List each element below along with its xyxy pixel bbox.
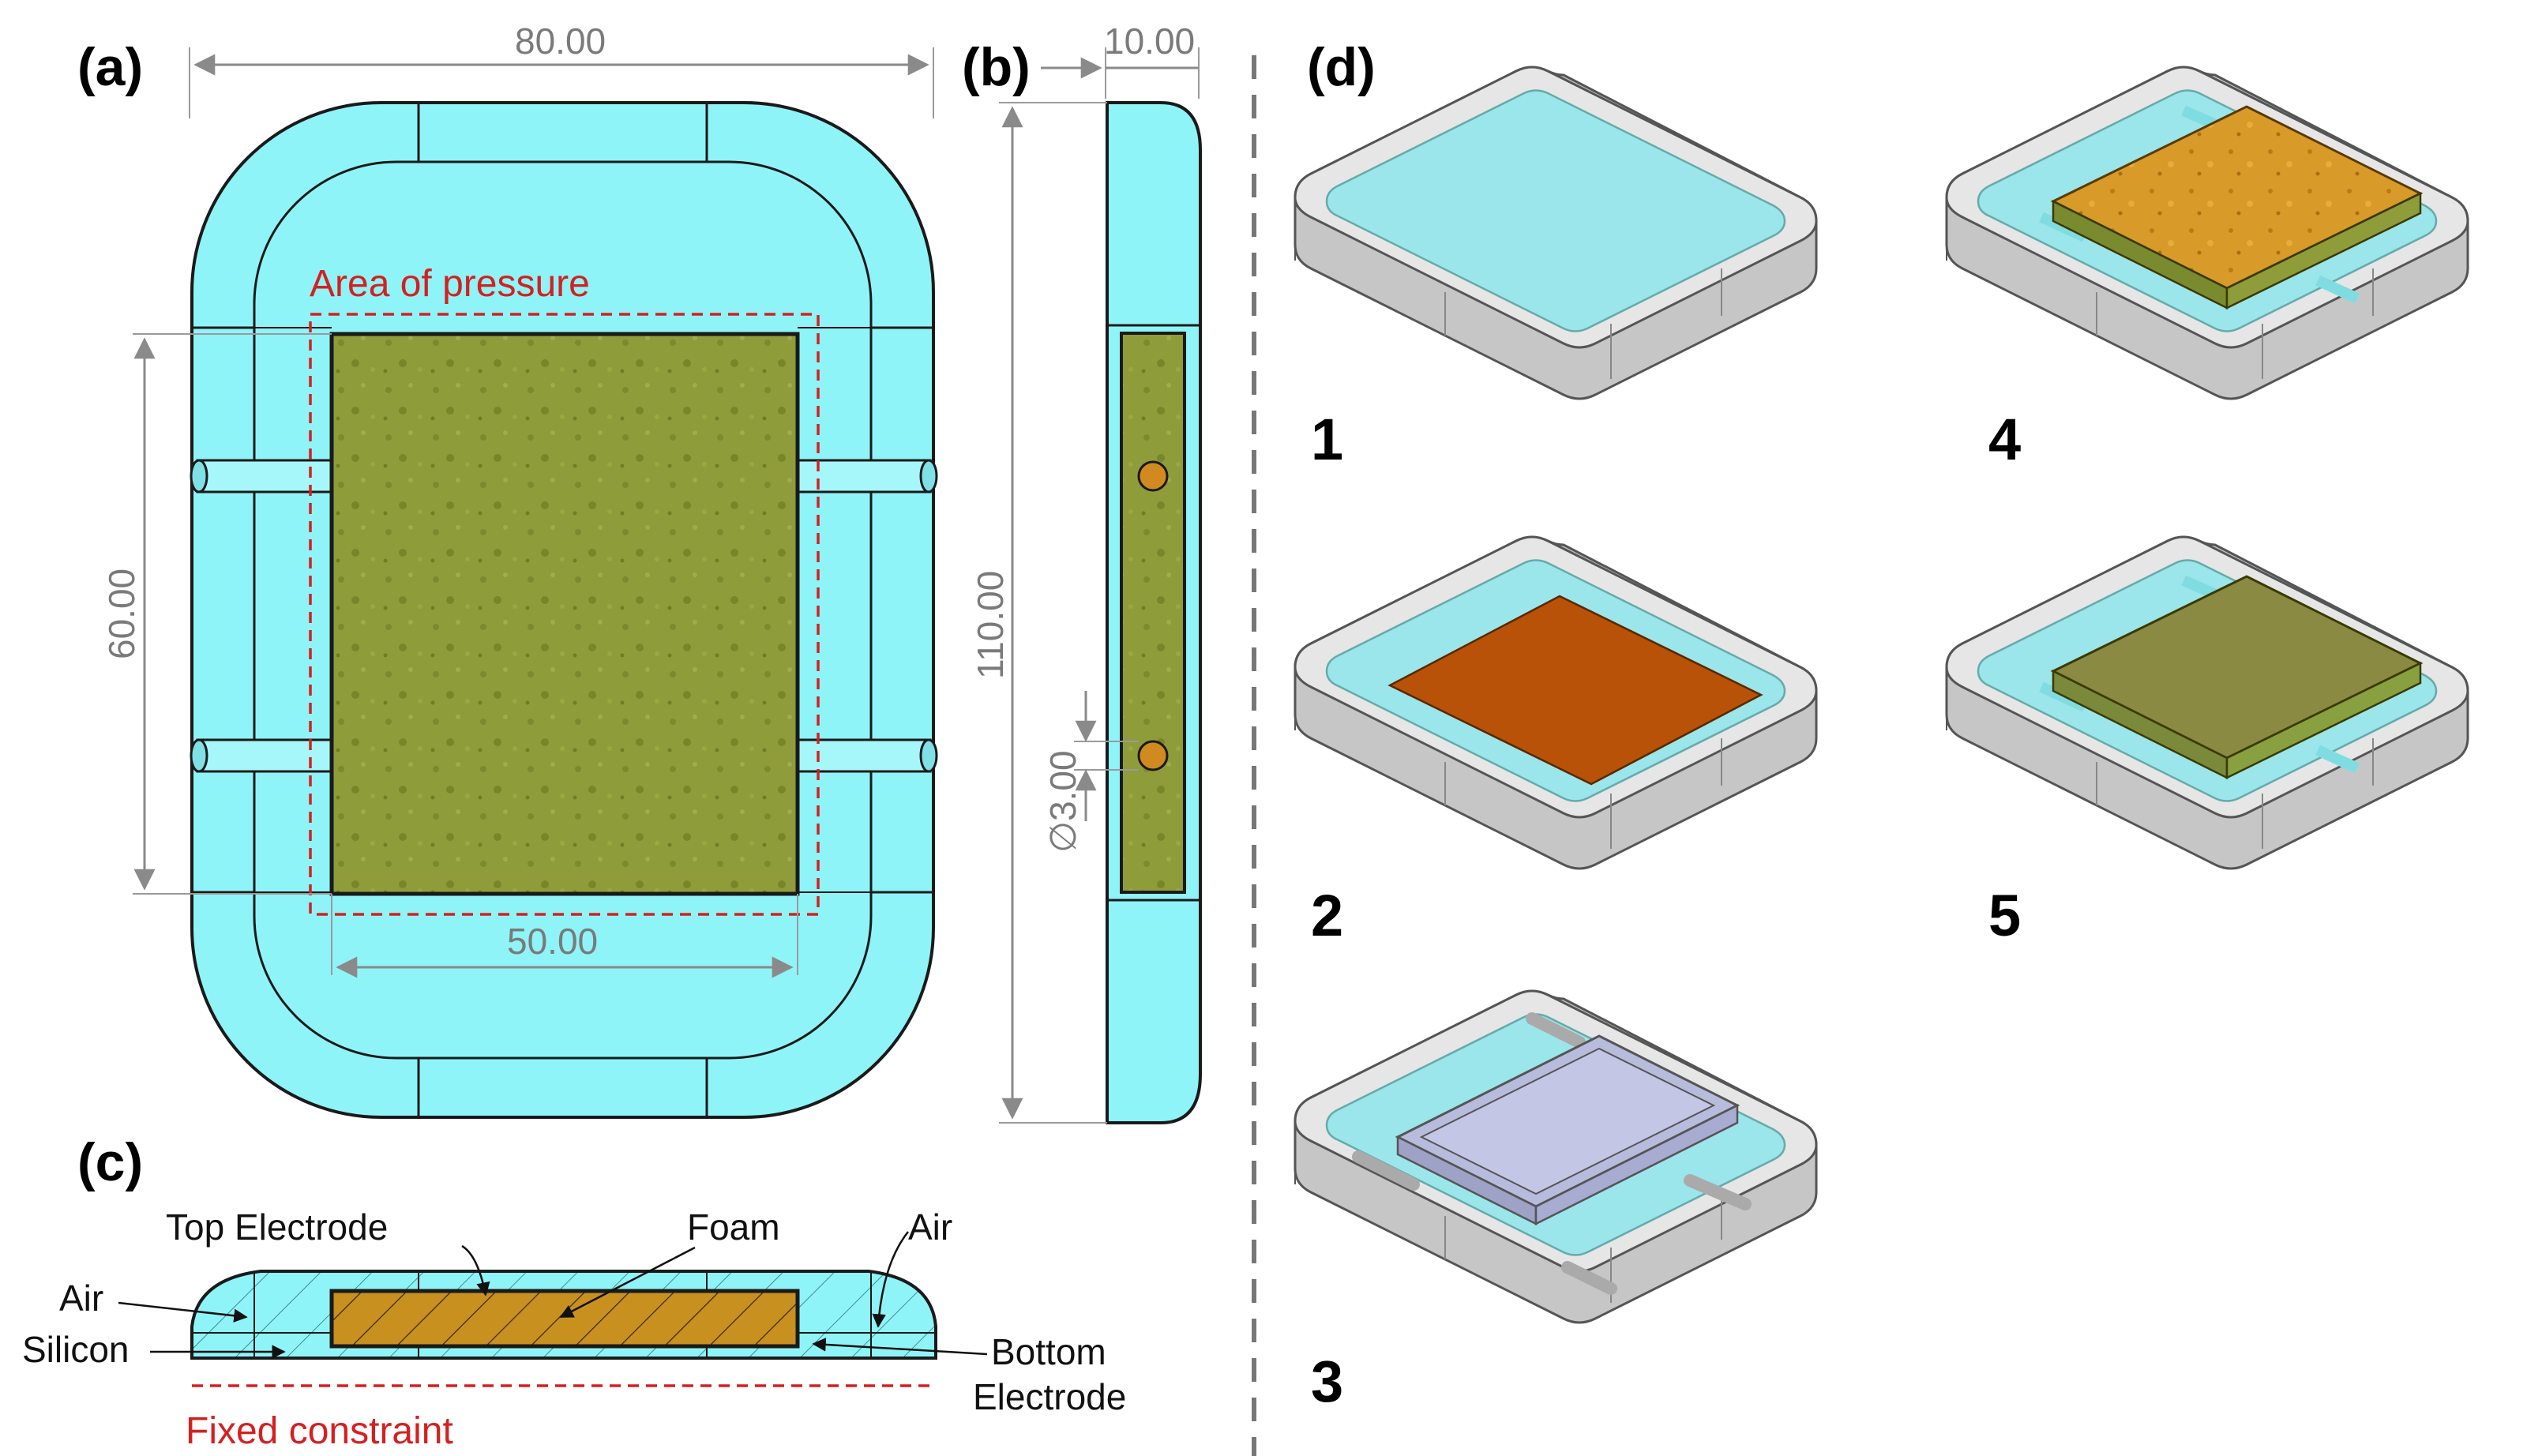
foam-area: [329, 332, 800, 896]
panel-label-d: (d): [1307, 37, 1376, 97]
pressure-area-outline: [309, 313, 820, 916]
step-5-label: 5: [1988, 883, 2021, 948]
top-electrode-leader: [461, 1244, 490, 1297]
height-dimension-label: 60.00: [101, 569, 142, 659]
step-1-tray: [1294, 66, 1818, 400]
thickness-dimension-label: 10.00: [1104, 21, 1195, 62]
bottom-electrode-leader: [812, 1338, 988, 1356]
fixed-constraint-label: Fixed constraint: [186, 1410, 453, 1452]
air-left-leader: [118, 1301, 248, 1323]
air-right-label: Air: [908, 1206, 952, 1248]
side-view-foam: [1120, 332, 1186, 894]
step-4-label: 4: [1988, 407, 2021, 472]
air-right-leader: [872, 1231, 909, 1328]
air-left-label: Air: [59, 1278, 103, 1319]
width-dimension-label: 80.00: [515, 21, 606, 62]
foam-label: Foam: [687, 1206, 780, 1248]
step-3-tray: [1294, 989, 1818, 1324]
bottom-electrode-layer: [1387, 595, 1763, 786]
bottom-electrode-label-line2: Electrode: [973, 1376, 1126, 1417]
air-channel-right-bottom: [796, 738, 938, 773]
panel-label-a: (a): [77, 37, 143, 97]
panel-label-c: (c): [77, 1132, 143, 1192]
cross-section-foam: [329, 1289, 800, 1349]
side-view-hole-top: [1137, 460, 1169, 492]
top-electrode-label: Top Electrode: [166, 1206, 388, 1248]
foam-leader: [559, 1246, 696, 1319]
bottom-electrode-label-line1: Bottom: [991, 1331, 1106, 1372]
pressure-area-label: Area of pressure: [310, 263, 590, 305]
step-1-label: 1: [1311, 407, 1343, 472]
step-5-tray: [1945, 535, 2469, 870]
step-3-label: 3: [1311, 1349, 1343, 1414]
step-4-tray: [1945, 66, 2469, 400]
foam-width-dimension-label: 50.00: [507, 921, 598, 962]
air-channel-right-top: [796, 459, 938, 493]
panel-label-b: (b): [962, 37, 1031, 97]
step-2-tray: [1294, 535, 1818, 870]
side-view-hole-bottom: [1137, 740, 1169, 771]
hole-dimension-label: ∅3.00: [1042, 750, 1083, 853]
step-2-label: 2: [1311, 883, 1343, 948]
length-dimension-label: 110.00: [970, 571, 1011, 679]
silicon-label: Silicon: [22, 1329, 130, 1370]
